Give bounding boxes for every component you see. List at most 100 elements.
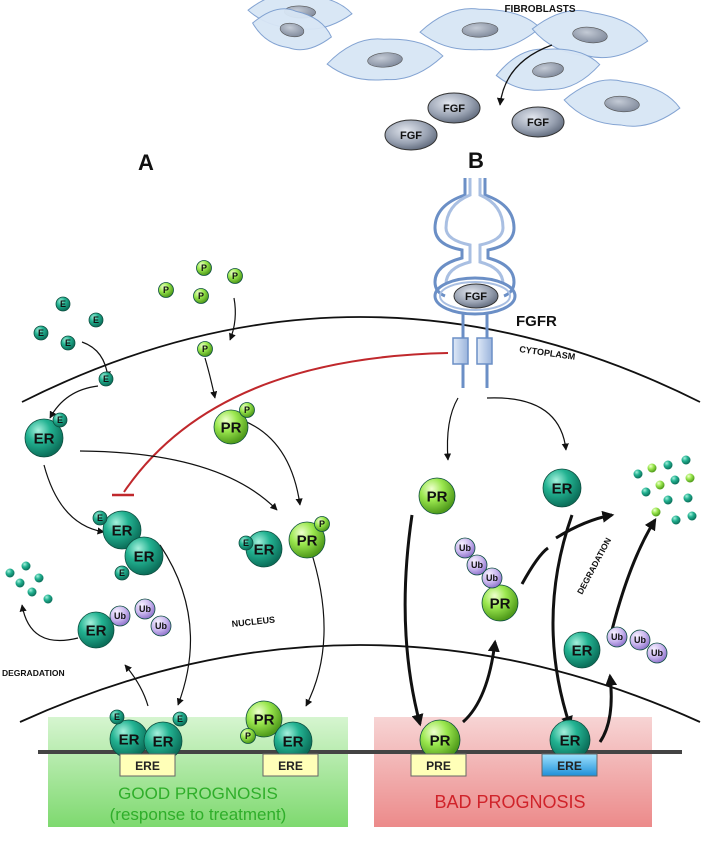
er-dimer-complex-label: ER — [112, 522, 133, 539]
degradation-fragment — [687, 511, 697, 521]
estrogen-molecule — [109, 709, 125, 725]
ubiquitin-molecule — [109, 605, 131, 627]
fgfr-inhibition-line — [123, 352, 449, 493]
panel-a-label: A — [138, 150, 154, 175]
ubiquitin-molecule-label: Ub — [611, 632, 623, 642]
ubiquitinated-er-b — [563, 631, 601, 669]
pr-dna-bound-b-label: PR — [430, 732, 451, 749]
degradation-label-a: DEGRADATION — [2, 668, 65, 678]
er-pr-complex-label: ER — [254, 541, 275, 558]
nuclear-envelope — [19, 644, 701, 723]
ubiquitin-molecule — [606, 626, 628, 648]
progesterone-molecule-label: P — [244, 405, 250, 415]
degradation-fragment — [651, 507, 661, 517]
ere-label-1: ERE — [135, 759, 160, 773]
progesterone-molecule — [239, 402, 255, 418]
response-elements: ERE ERE PRE ERE — [119, 753, 598, 777]
ubiquitinated-pr — [481, 584, 519, 622]
fibroblast-cell — [326, 38, 444, 81]
degradation-fragment — [27, 587, 37, 597]
ubiquitin-molecule-label: Ub — [139, 604, 151, 614]
ubiquitin-molecule — [454, 537, 476, 559]
ubiquitin-molecule — [150, 615, 172, 637]
pr-progesterone-complex-label: PR — [221, 419, 242, 436]
progesterone-molecule-label: P — [245, 731, 251, 741]
progesterone-molecule — [193, 288, 209, 304]
degradation-fragment — [681, 455, 691, 465]
progesterone-molecule — [196, 260, 212, 276]
estrogen-molecule — [238, 535, 254, 551]
er-dimer-complex-label: ER — [134, 548, 155, 565]
molecules: FGFFGFFGFFGFEEEEEPPPPPEREEREREEPRPERPREP… — [5, 92, 697, 761]
progesterone-molecule-label: P — [232, 271, 238, 281]
ere-label-2: ERE — [278, 759, 303, 773]
fibroblast-cell — [531, 10, 649, 59]
er-dna-bound-label: ER — [119, 731, 140, 748]
progesterone-molecule-label: P — [319, 519, 325, 529]
ere-label-mutant: ERE — [557, 759, 582, 773]
fgf-receptor — [433, 178, 517, 388]
fgf-bound-label: FGF — [465, 291, 487, 303]
ere-box-mutant — [541, 753, 598, 777]
ubiquitinated-er — [77, 611, 115, 649]
ere-box-2 — [262, 753, 319, 777]
ubiquitin-molecule-label: Ub — [634, 635, 646, 645]
estrogen-molecule — [33, 325, 49, 341]
estrogen-molecule — [114, 565, 130, 581]
er-estrogen-complex — [24, 418, 64, 458]
pr-progesterone-complex — [213, 409, 249, 445]
er-dimer-complex — [102, 510, 142, 550]
estrogen-molecule-label: E — [114, 712, 120, 722]
estrogen-molecule-label: E — [38, 328, 44, 338]
estrogen-molecule-label: E — [93, 315, 99, 325]
estrogen-molecule-label: E — [243, 538, 249, 548]
estrogen-molecule — [88, 312, 104, 328]
estrogen-molecule-label: E — [119, 568, 125, 578]
ubiquitinated-er-b-label: ER — [572, 642, 593, 659]
progesterone-molecule — [314, 516, 330, 532]
fgf-ligand-label: FGF — [443, 103, 465, 115]
estrogen-molecule — [52, 412, 68, 428]
panel-b-label: B — [468, 148, 484, 173]
progesterone-molecule-label: P — [163, 285, 169, 295]
ubiquitinated-pr-label: PR — [490, 595, 511, 612]
er-dna-bound-label: ER — [153, 733, 174, 750]
estrogen-molecule — [98, 371, 114, 387]
pr-free-label: PR — [427, 488, 448, 505]
degradation-fragment — [655, 480, 665, 490]
fgf-secretion-arrow — [496, 44, 553, 106]
panel-b-arrows — [403, 510, 657, 743]
progesterone-molecule-label: P — [201, 263, 207, 273]
ubiquitin-molecule-label: Ub — [155, 621, 167, 631]
fibroblasts-label: FIBROBLASTS — [504, 4, 575, 15]
good-prognosis-line1: GOOD PROGNOSIS — [118, 784, 278, 803]
ubiquitin-molecule-label: Ub — [486, 573, 498, 583]
pr-dna-bound-label: PR — [254, 711, 275, 728]
progesterone-molecule — [227, 268, 243, 284]
degradation-fragment — [43, 594, 53, 604]
degradation-fragment — [34, 573, 44, 583]
estrogen-molecule — [92, 510, 108, 526]
estrogen-molecule-label: E — [65, 338, 71, 348]
fgf-ligand — [511, 106, 565, 138]
ere-box-1 — [119, 753, 176, 777]
pr-dna-bound — [245, 700, 283, 738]
ubiquitinated-er-label: ER — [86, 622, 107, 639]
degradation-fragment — [15, 578, 25, 588]
fgfr-label: FGFR — [516, 313, 557, 330]
ubiquitin-molecule — [134, 598, 156, 620]
ubiquitin-molecule — [646, 642, 668, 664]
fgf-ligand-label: FGF — [527, 117, 549, 129]
cell-membrane — [21, 316, 701, 403]
estrogen-molecule-label: E — [103, 374, 109, 384]
progesterone-molecule-label: P — [202, 344, 208, 354]
degradation-fragment — [663, 495, 673, 505]
bad-prognosis-label: BAD PROGNOSIS — [434, 792, 585, 812]
pr-er-complex — [288, 521, 326, 559]
er-free-label: ER — [552, 480, 573, 497]
pr-free — [418, 477, 456, 515]
degradation-fragment — [641, 487, 651, 497]
ubiquitin-molecule — [629, 629, 651, 651]
progesterone-molecule — [240, 728, 256, 744]
